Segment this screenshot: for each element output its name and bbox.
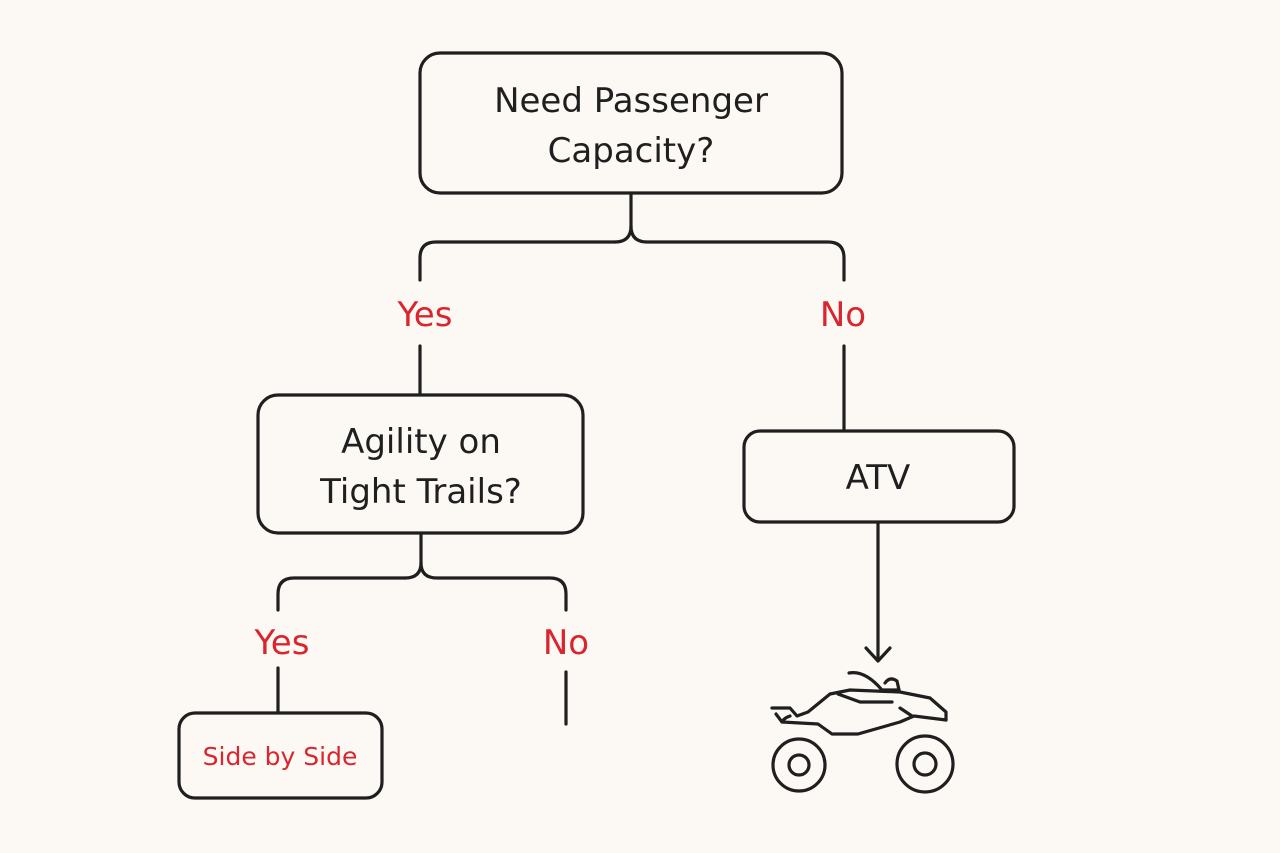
node-side-by-side: Side by Side bbox=[177, 711, 384, 800]
node-atv: ATV bbox=[742, 429, 1016, 524]
edge-label-root-no: No bbox=[820, 295, 866, 335]
node-agility-line1: Agility on bbox=[341, 422, 501, 462]
node-root: Need Passenger Capacity? bbox=[418, 51, 844, 195]
connector-agility-brace-left bbox=[276, 576, 407, 612]
node-root-line1: Need Passenger bbox=[494, 81, 768, 121]
connector-root-brace-right bbox=[629, 224, 846, 282]
connector-root-brace-left bbox=[418, 240, 617, 282]
connector-agility-brace-right bbox=[419, 561, 568, 612]
node-agility: Agility on Tight Trails? bbox=[256, 393, 585, 535]
connectors bbox=[276, 191, 892, 726]
edge-label-agility-no: No bbox=[543, 623, 589, 663]
node-agility-line2: Tight Trails? bbox=[319, 472, 522, 512]
node-atv-label: ATV bbox=[846, 458, 911, 498]
arrowhead-icon bbox=[864, 646, 892, 663]
node-root-line2: Capacity? bbox=[548, 131, 715, 171]
atv-vehicle-icon bbox=[770, 671, 955, 794]
node-side-by-side-label: Side by Side bbox=[203, 742, 358, 771]
edge-label-root-yes: Yes bbox=[397, 295, 453, 335]
edge-label-agility-yes: Yes bbox=[254, 623, 310, 663]
connector-agility-stem bbox=[403, 531, 423, 580]
connector-root-stem bbox=[613, 191, 633, 244]
